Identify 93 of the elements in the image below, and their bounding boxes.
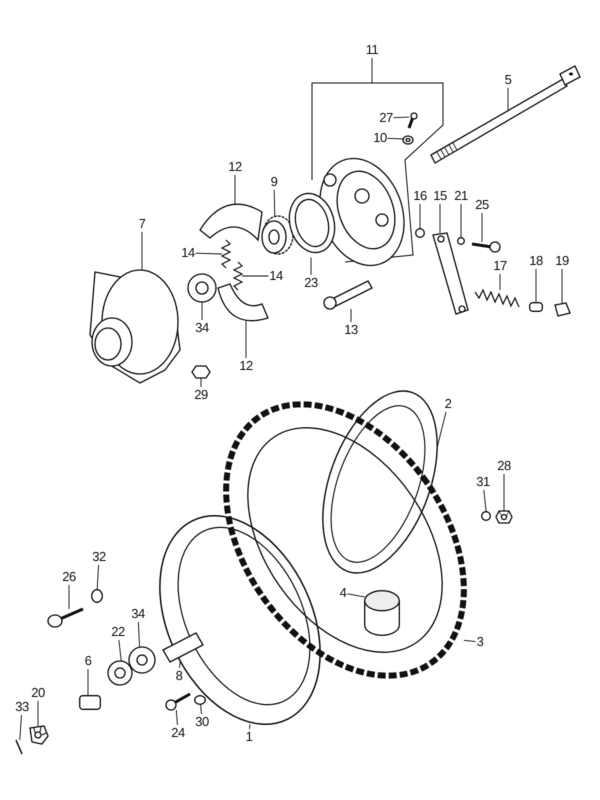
callout-number: 17: [493, 259, 507, 273]
callout-number: 24: [171, 726, 185, 740]
callout-number: 5: [504, 73, 512, 87]
collar-drawing: [415, 228, 425, 238]
gear-drawing: [261, 215, 294, 255]
callout-number: 18: [529, 254, 543, 268]
joint-drawing: [554, 302, 571, 317]
callout-number: 34: [131, 607, 145, 621]
callout-number: 23: [304, 276, 318, 290]
callout-number: 2: [444, 397, 452, 411]
cam-drawing: [323, 280, 373, 310]
callout-number: 26: [62, 570, 76, 584]
rim-drawing: [159, 515, 321, 725]
callout-number: 4: [340, 586, 346, 600]
washer-drawing: [457, 237, 465, 245]
callout-number: 22: [111, 625, 125, 639]
pin-drawing: [529, 302, 543, 312]
washer-drawing: [402, 135, 414, 145]
bolt-drawing: [472, 241, 501, 253]
leader-line: [387, 138, 404, 140]
nut-drawing: [191, 365, 211, 379]
leader-line: [179, 662, 181, 668]
callout-number: 3: [476, 635, 484, 649]
spring-drawing: [474, 288, 520, 308]
leader-line: [68, 584, 70, 610]
brake-shoe-drawing: [199, 204, 263, 241]
leader-line: [200, 704, 202, 714]
leader-line: [249, 724, 250, 730]
callout-number: 21: [454, 189, 468, 203]
callout-number: 27: [379, 111, 393, 125]
callout-number: 12: [239, 359, 253, 373]
washer-drawing: [194, 695, 206, 705]
collar-drawing: [79, 695, 101, 710]
callout-number: 6: [84, 654, 92, 668]
bearing-drawing: [128, 646, 156, 674]
nut-drawing: [495, 510, 513, 524]
leader-line: [19, 714, 22, 740]
leader-line: [96, 564, 99, 590]
callout-number: 9: [270, 175, 278, 189]
leader-line: [195, 252, 222, 254]
leader-line: [138, 622, 140, 648]
leader-line: [310, 257, 312, 276]
callout-number: 8: [176, 669, 182, 683]
tube-drawing: [364, 590, 400, 636]
callout-number: 7: [138, 217, 146, 231]
spring-drawing: [220, 240, 232, 268]
callout-number: 28: [497, 459, 511, 473]
bolt-drawing: [165, 692, 191, 711]
leader-line: [176, 710, 178, 726]
spring-drawing: [232, 262, 244, 290]
leader-line: [393, 116, 410, 118]
washer-drawing: [481, 511, 491, 521]
leader-line: [200, 378, 202, 388]
callout-number: 1: [246, 730, 252, 744]
leader-line: [463, 640, 476, 642]
callout-number: 16: [413, 189, 427, 203]
bolt-drawing: [47, 608, 84, 628]
callout-number: 15: [433, 189, 447, 203]
leader-line: [436, 412, 446, 448]
callout-number: 33: [15, 700, 29, 714]
washer-drawing: [91, 589, 103, 603]
callout-number: 10: [373, 131, 387, 145]
screw-drawing: [408, 112, 418, 129]
callout-number: 14: [181, 246, 195, 260]
rim-drawing: [322, 390, 438, 574]
seal-drawing: [107, 660, 133, 686]
leader-line: [350, 308, 352, 322]
hub-drawing: [89, 269, 181, 384]
callout-number: 14: [269, 269, 283, 283]
callout-number: 13: [344, 323, 358, 337]
callout-number: 12: [228, 160, 242, 174]
callout-number: 31: [476, 475, 490, 489]
brake-arm-drawing: [432, 232, 469, 315]
seal-drawing: [288, 192, 336, 254]
cotter-pin-drawing: [15, 740, 23, 754]
bearing-drawing: [187, 273, 217, 303]
brake-shoe-drawing: [217, 283, 269, 322]
leader-line: [347, 593, 366, 598]
leader-line: [460, 204, 462, 238]
callout-number: 20: [31, 686, 45, 700]
callout-number: 25: [475, 198, 489, 212]
callout-number: 32: [92, 550, 106, 564]
callout-number: 29: [194, 388, 208, 402]
callout-number: 34: [195, 321, 209, 335]
leader-line: [274, 190, 276, 216]
leader-line: [118, 640, 122, 662]
callout-number: 11: [366, 43, 378, 57]
callout-number: 30: [195, 715, 209, 729]
callout-number: 19: [555, 254, 569, 268]
leader-line: [483, 490, 487, 512]
axle-drawing: [430, 65, 581, 164]
leader-line: [234, 174, 236, 205]
castle-nut-drawing: [29, 725, 49, 745]
